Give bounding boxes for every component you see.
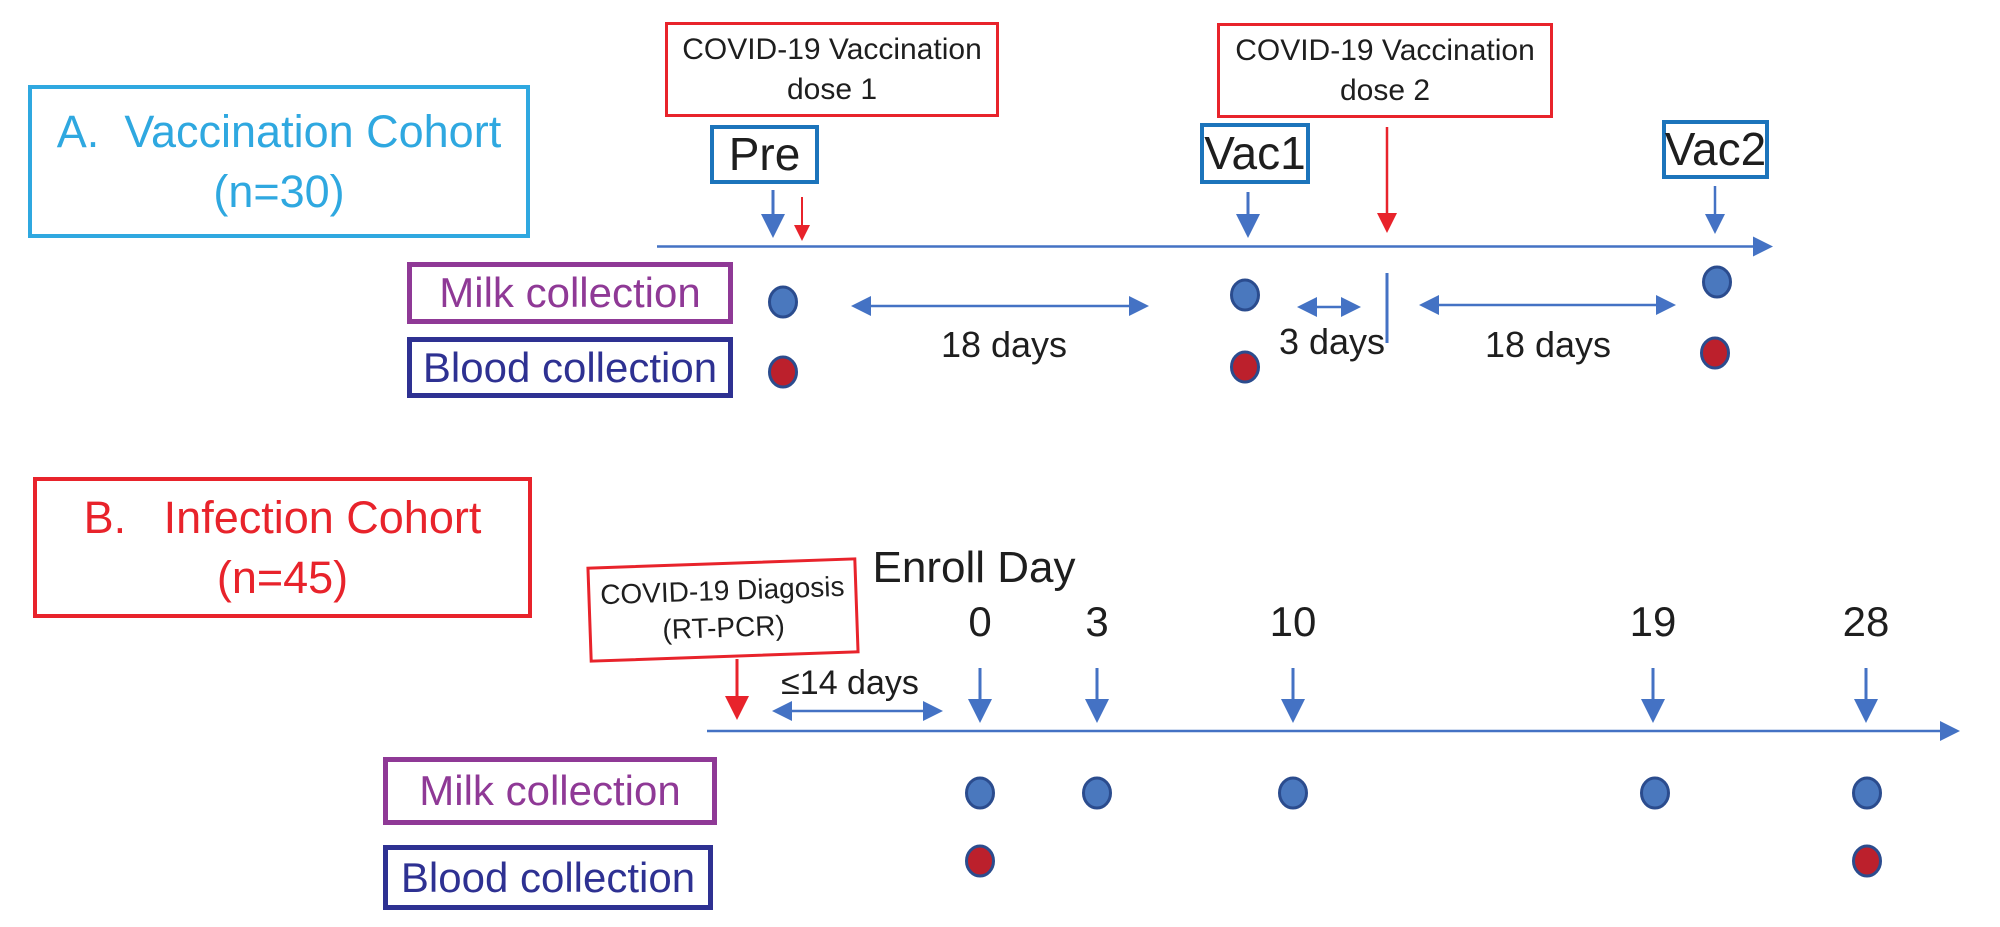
day-label-3: 3 <box>1085 598 1109 645</box>
blood-dot <box>965 844 995 878</box>
milk-dot <box>1082 776 1112 810</box>
panel-b-blood-dots <box>965 844 1882 878</box>
blood-dot <box>1230 350 1260 384</box>
panel-a-milk-dots <box>768 265 1732 319</box>
day-label-19: 19 <box>1629 598 1677 645</box>
interval-label-14days: ≤14 days <box>781 664 919 702</box>
panel-a-title: A. Vaccination Cohort <box>56 106 502 158</box>
day-label-0: 0 <box>968 598 992 645</box>
dose2-label-line2: dose 2 <box>1339 73 1431 107</box>
timepoint-pre-label: Pre <box>728 128 801 181</box>
panel-b-milk-dots <box>965 776 1882 810</box>
blood-collection-label: Blood collection <box>400 853 696 901</box>
blood-dot <box>768 355 798 389</box>
milk-collection-label: Milk collection <box>419 767 681 815</box>
diagnosis-label-line2: (RT-PCR) <box>661 609 786 646</box>
day-label-28: 28 <box>1842 598 1890 645</box>
diagnosis-label-line1: COVID-19 Diagosis <box>599 570 845 611</box>
enroll-day-label: Enroll Day <box>872 543 1076 592</box>
dose1-label-line2: dose 1 <box>786 72 878 106</box>
milk-collection-legend-a: Milk collection <box>407 262 733 324</box>
blood-dot <box>1852 844 1882 878</box>
blood-collection-label: Blood collection <box>422 343 718 391</box>
timepoint-vac2-box: Vac2 <box>1662 120 1769 179</box>
panel-a-sample-size: (n=30) <box>213 165 345 217</box>
dose1-label-line1: COVID-19 Vaccination <box>682 32 982 66</box>
milk-collection-legend-b: Milk collection <box>383 757 717 825</box>
panel-a-header: A. Vaccination Cohort (n=30) <box>28 85 530 238</box>
dose2-label-line1: COVID-19 Vaccination <box>1235 33 1535 67</box>
blood-dot <box>1700 336 1730 370</box>
timepoint-vac1-label: Vac1 <box>1204 127 1306 180</box>
vaccination-dose1-box: COVID-19 Vaccination dose 1 <box>665 22 999 117</box>
milk-dot <box>1640 776 1670 810</box>
timepoint-vac2-label: Vac2 <box>1664 123 1767 176</box>
panel-b-title: B. Infection Cohort <box>83 492 482 544</box>
milk-collection-label: Milk collection <box>439 269 701 317</box>
timepoint-pre-box: Pre <box>710 125 819 184</box>
interval-label-18days-2: 18 days <box>1484 324 1612 365</box>
diagnosis-box: COVID-19 Diagosis (RT-PCR) <box>586 557 860 663</box>
interval-label-3days: 3 days <box>1278 321 1386 362</box>
timepoint-vac1-box: Vac1 <box>1200 123 1310 184</box>
milk-dot <box>965 776 995 810</box>
milk-dot <box>1702 265 1732 299</box>
milk-dot <box>1278 776 1308 810</box>
panel-b-header: B. Infection Cohort (n=45) <box>33 477 532 618</box>
blood-collection-legend-a: Blood collection <box>407 337 733 398</box>
interval-label-18days-1: 18 days <box>940 324 1068 365</box>
milk-dot <box>768 285 798 319</box>
panel-b-sample-size: (n=45) <box>216 551 349 603</box>
day-label-10: 10 <box>1269 598 1317 645</box>
milk-dot <box>1230 278 1260 312</box>
vaccination-dose2-box: COVID-19 Vaccination dose 2 <box>1217 23 1553 118</box>
milk-dot <box>1852 776 1882 810</box>
panel-b-day-arrows <box>968 668 1878 723</box>
blood-collection-legend-b: Blood collection <box>383 845 713 910</box>
